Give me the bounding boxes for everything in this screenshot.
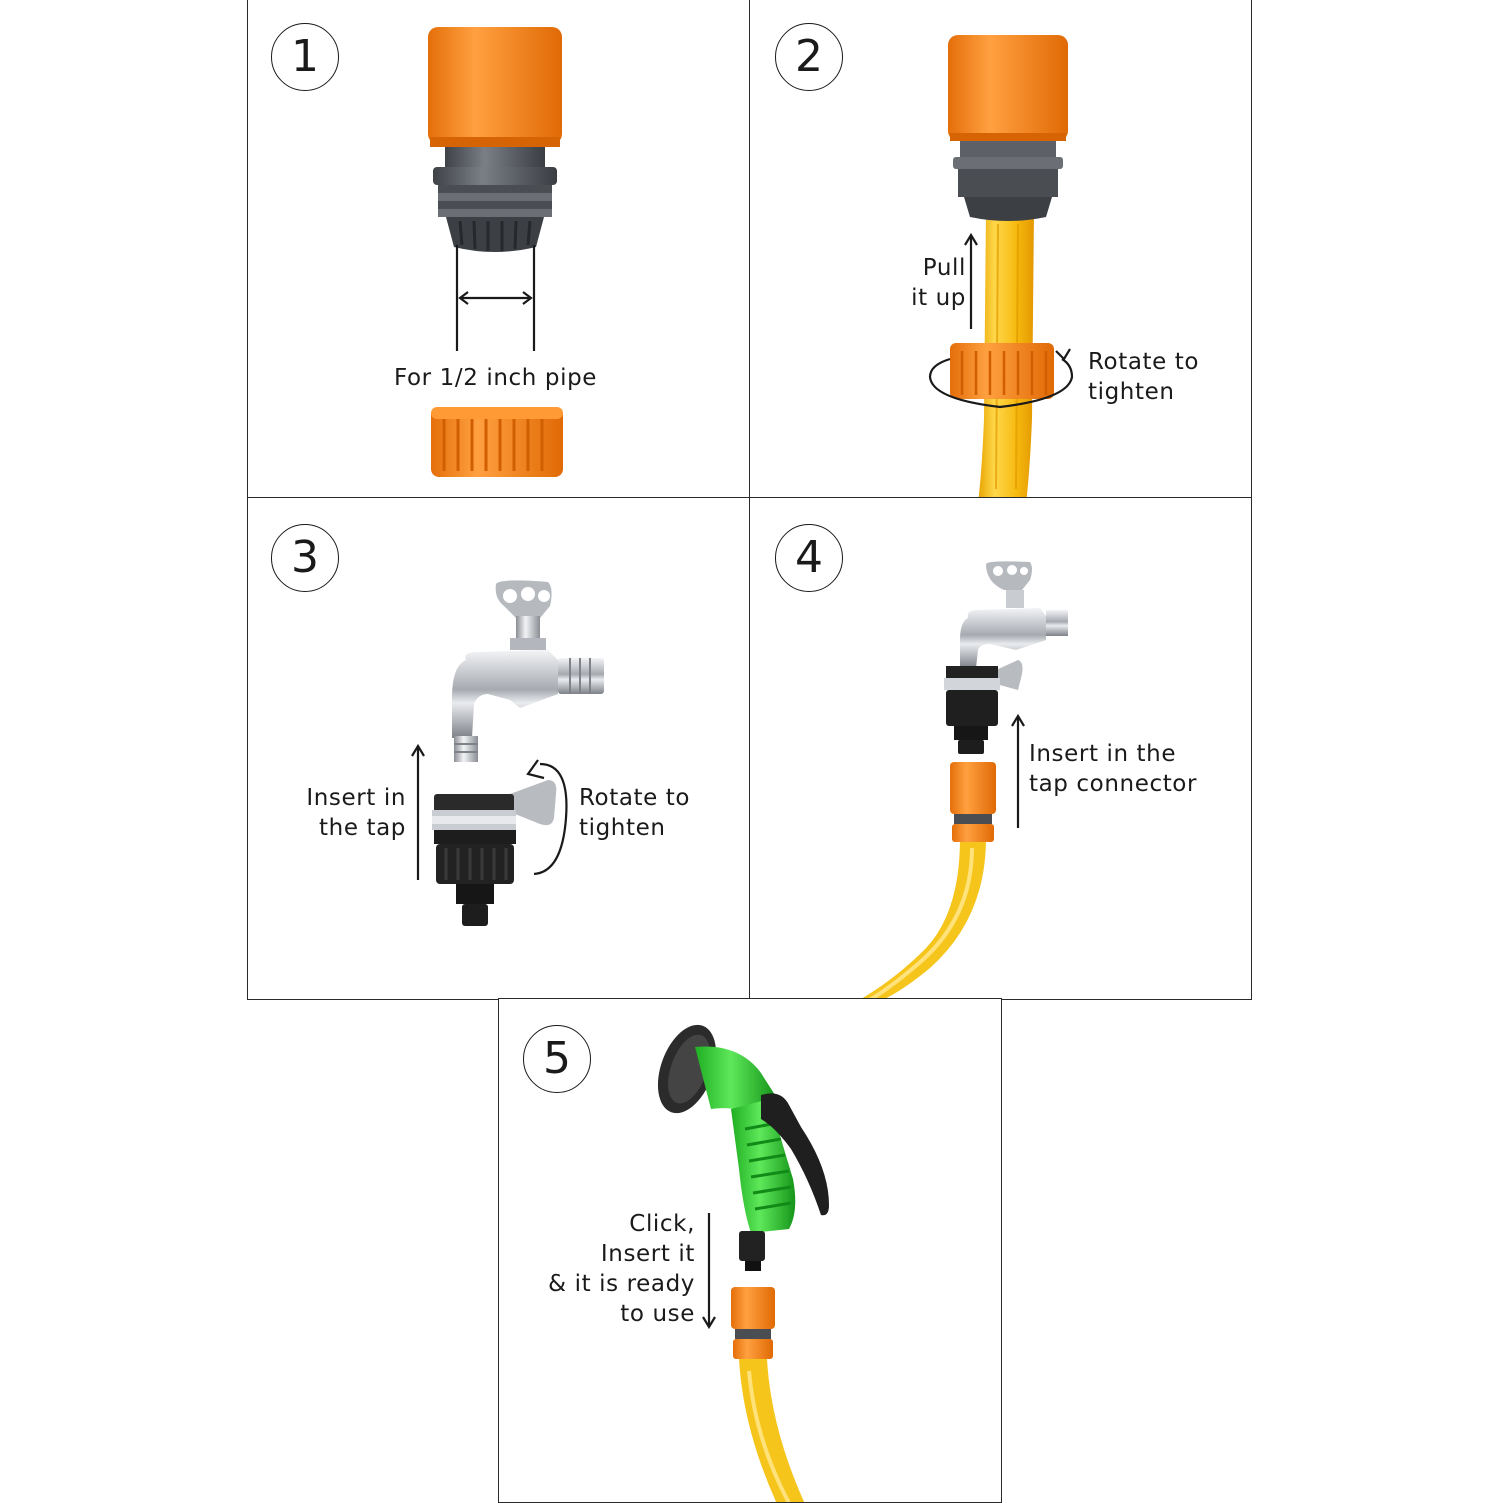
rotate-caption-line1: Rotate to [579,785,691,811]
orange-hose-connector-icon [948,35,1068,141]
grey-threaded-body-icon [433,147,557,252]
rotate-caption-line2: tighten [1088,379,1175,405]
insert-caption-line2: tap connector [1029,771,1198,797]
pull-caption-line1: Pull [922,255,966,281]
step-number-5: 5 [523,1025,591,1093]
step-1-panel: 1 [247,0,751,499]
pipe-diameter-dimension [455,245,536,351]
rotate-arrow [928,348,1074,409]
orange-hose-connector-icon [950,762,996,842]
orange-hose-connector-icon [731,1287,775,1359]
hose-connection-illustration [928,35,1074,498]
insert-up-arrow [1011,713,1025,828]
step-number-1: 1 [271,23,339,91]
step-number-2: 2 [775,23,843,91]
yellow-hose-icon [739,1359,805,1502]
step-4-panel: 4 [749,497,1252,1000]
insert-down-arrow [702,1213,716,1330]
chrome-tap-icon [960,561,1068,668]
insert-caption-line2: the tap [319,815,406,841]
step-5-panel: 5 [498,998,1002,1503]
orange-nut-icon [431,407,563,477]
green-spray-gun-icon [657,1024,829,1271]
orange-nut-icon [950,343,1054,399]
chrome-tap-icon [452,580,604,762]
rotate-arrow [526,759,568,876]
spray-gun-illustration [657,1024,829,1502]
tap-adapter-illustration [411,580,604,926]
orange-hose-connector-icon [428,27,562,147]
ready-caption-line2: Insert it [600,1241,695,1267]
hose-to-tap-illustration [860,561,1068,999]
rotate-caption-line1: Rotate to [1088,349,1200,375]
connector-assembly-illustration [428,27,563,477]
black-tap-adapter-icon [944,660,1023,754]
black-tap-adapter-icon [432,780,557,926]
rotate-caption-line2: tighten [579,815,666,841]
pipe-size-caption: For 1/2 inch pipe [394,365,598,391]
step-number-4: 4 [775,524,843,592]
ready-caption-line3: & it is ready [548,1271,695,1297]
pull-caption-line2: it up [911,285,966,311]
step-3-panel: 3 [247,497,751,1000]
step-number-3: 3 [271,524,339,592]
ready-caption-line1: Click, [629,1211,695,1237]
pull-up-arrow [964,232,978,329]
yellow-hose-icon [860,838,986,999]
step-2-panel: 2 [749,0,1252,499]
ready-caption-line4: to use [620,1301,695,1327]
insert-caption-line1: Insert in the [1029,741,1177,767]
insert-up-arrow [411,743,425,880]
insert-caption-line1: Insert in [306,785,406,811]
